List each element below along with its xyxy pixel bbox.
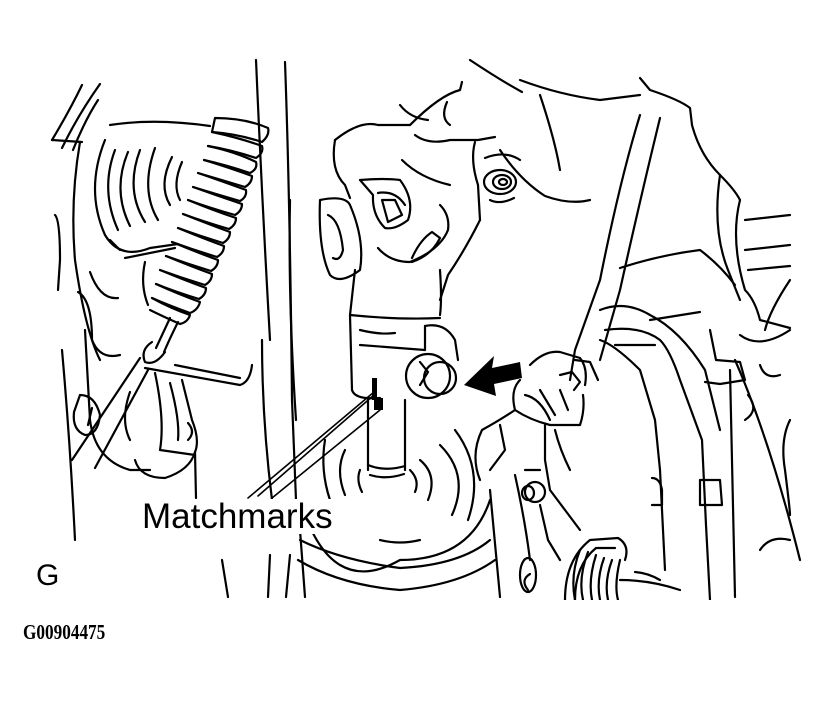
gear-housing (474, 350, 600, 594)
universal-joint (318, 80, 497, 400)
callout-leader-lines (247, 391, 381, 499)
matchmarks-callout-label: Matchmarks (140, 497, 335, 536)
steering-shaft (366, 378, 407, 479)
bolt-arrow-icon (464, 356, 522, 396)
view-letter: G (36, 559, 60, 592)
tension-spring (141, 116, 270, 364)
corrugated-hose (563, 536, 662, 600)
figure-id: G00904475 (23, 620, 106, 644)
pinch-bolt (404, 352, 458, 400)
line-drawing (50, 58, 802, 600)
technical-illustration: Matchmarks G (36, 58, 802, 600)
lower-left-linkage (70, 58, 298, 599)
bellows-boot (93, 120, 212, 260)
joint-bolt-upper (482, 153, 522, 204)
dust-seal (296, 428, 502, 599)
right-side-components (468, 58, 802, 600)
